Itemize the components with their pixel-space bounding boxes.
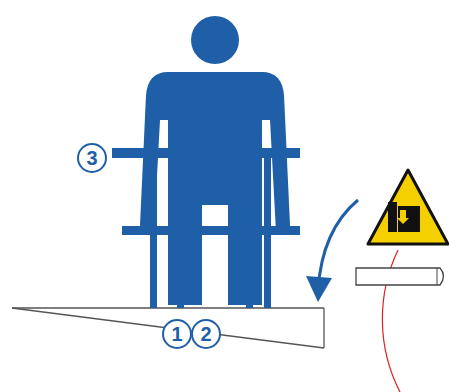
rod (356, 268, 444, 285)
callout-circle: 3 (77, 143, 107, 173)
crush-warning-sign (368, 170, 448, 244)
callout-number: 3 (86, 148, 97, 168)
callout-number: 2 (200, 324, 211, 344)
callout-circle: 2 (191, 319, 221, 349)
motion-arrowhead (306, 276, 332, 302)
callout-circle: 1 (162, 319, 192, 349)
railing (112, 148, 300, 308)
callout-number: 1 (171, 324, 182, 344)
motion-arrow (318, 200, 358, 290)
rod-end (437, 268, 438, 285)
platform (12, 308, 324, 348)
